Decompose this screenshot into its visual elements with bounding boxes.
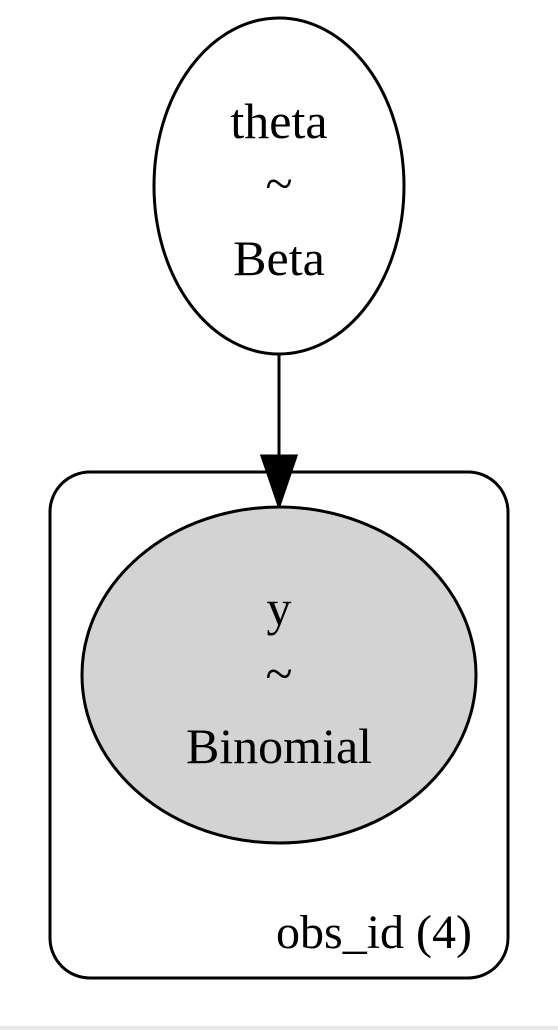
node-y-tilde: ~ [265,645,292,701]
node-theta-distribution: Beta [233,230,325,286]
bottom-divider [0,1026,558,1030]
node-y-distribution: Binomial [186,718,372,774]
arrowhead-icon [259,454,299,511]
edge-theta-to-y [259,354,299,511]
node-y-ellipse [80,505,478,845]
plate-label: obs_id (4) [276,906,472,959]
node-theta: theta ~ Beta [152,16,406,356]
node-theta-name: theta [230,93,327,149]
node-y-name: y [267,580,292,636]
node-y: y ~ Binomial [80,505,478,845]
node-theta-ellipse [152,16,406,356]
node-theta-tilde: ~ [265,155,292,211]
